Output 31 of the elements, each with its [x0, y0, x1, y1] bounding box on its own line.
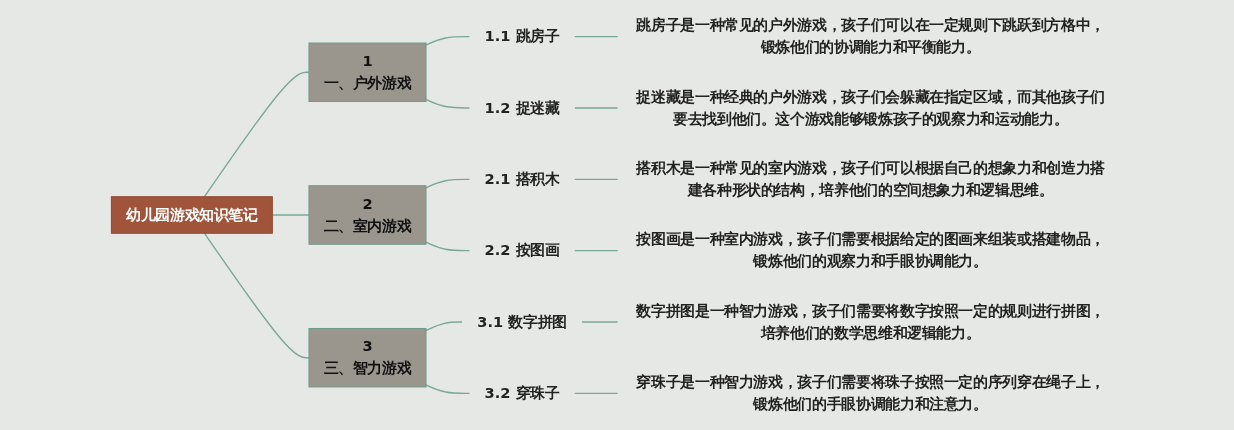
node-text: 3.2 穿珠子 — [484, 384, 560, 402]
node-text: 搭积木是一种常见的室内游戏，孩子们可以根据自己的想象力和创造力搭建各种形状的结构，培养他们的空间想象力和逻辑思维。 — [636, 159, 1105, 199]
connector — [573, 250, 619, 252]
connector — [425, 35, 471, 46]
connector — [271, 214, 310, 216]
node-box: 1 一、户外游戏 — [308, 42, 427, 102]
node-text: 3.1 数字拼图 — [477, 312, 567, 331]
connector — [425, 98, 471, 109]
node-text: 2.2 按图画 — [484, 241, 560, 259]
connector — [580, 321, 619, 323]
connector — [425, 241, 471, 252]
connector — [573, 107, 619, 109]
node-text: 穿珠子是一种智力游戏，孩子们需要将珠子按照一定的序列穿在绳子上，锻炼他们的手眼协调能力和注意力。 — [636, 373, 1105, 413]
connector — [425, 384, 471, 395]
node-text: 捉迷藏是一种经典的户外游戏，孩子们会躲藏在指定区域，而其他孩子们要去找到他们。这个游戏能够锻炼孩子的观察力和运动能力。 — [636, 87, 1105, 128]
node-box: 2 二、室内游戏 — [308, 185, 427, 245]
connector — [573, 392, 619, 395]
connector — [425, 178, 471, 189]
node-text: 1.2 捉迷藏 — [484, 98, 560, 117]
node-box: 3 三、智力游戏 — [308, 327, 427, 388]
connector — [573, 178, 619, 180]
node-text: 数字拼图是一种智力游戏，孩子们需要将数字按照一定的规则进行拼图，培养他们的数学思维和逻辑能力。 — [636, 301, 1105, 342]
connector — [425, 321, 464, 332]
connector — [203, 71, 310, 198]
connector — [203, 232, 310, 359]
node-box: 幼儿园游戏知识笔记 — [110, 196, 273, 234]
node-text: 2.1 搭积木 — [484, 170, 560, 188]
connector — [573, 35, 619, 38]
node-text: 跳房子是一种常见的户外游戏，孩子们可以在一定规则下跳跃到方格中，锻炼他们的协调能力和平衡能力。 — [636, 16, 1105, 56]
node-text: 按图画是一种室内游戏，孩子们需要根据给定的图画来组装或搭建物品，锻炼他们的观察力和手眼协调能力。 — [636, 230, 1105, 270]
node-text: 1.1 跳房子 — [484, 27, 560, 45]
